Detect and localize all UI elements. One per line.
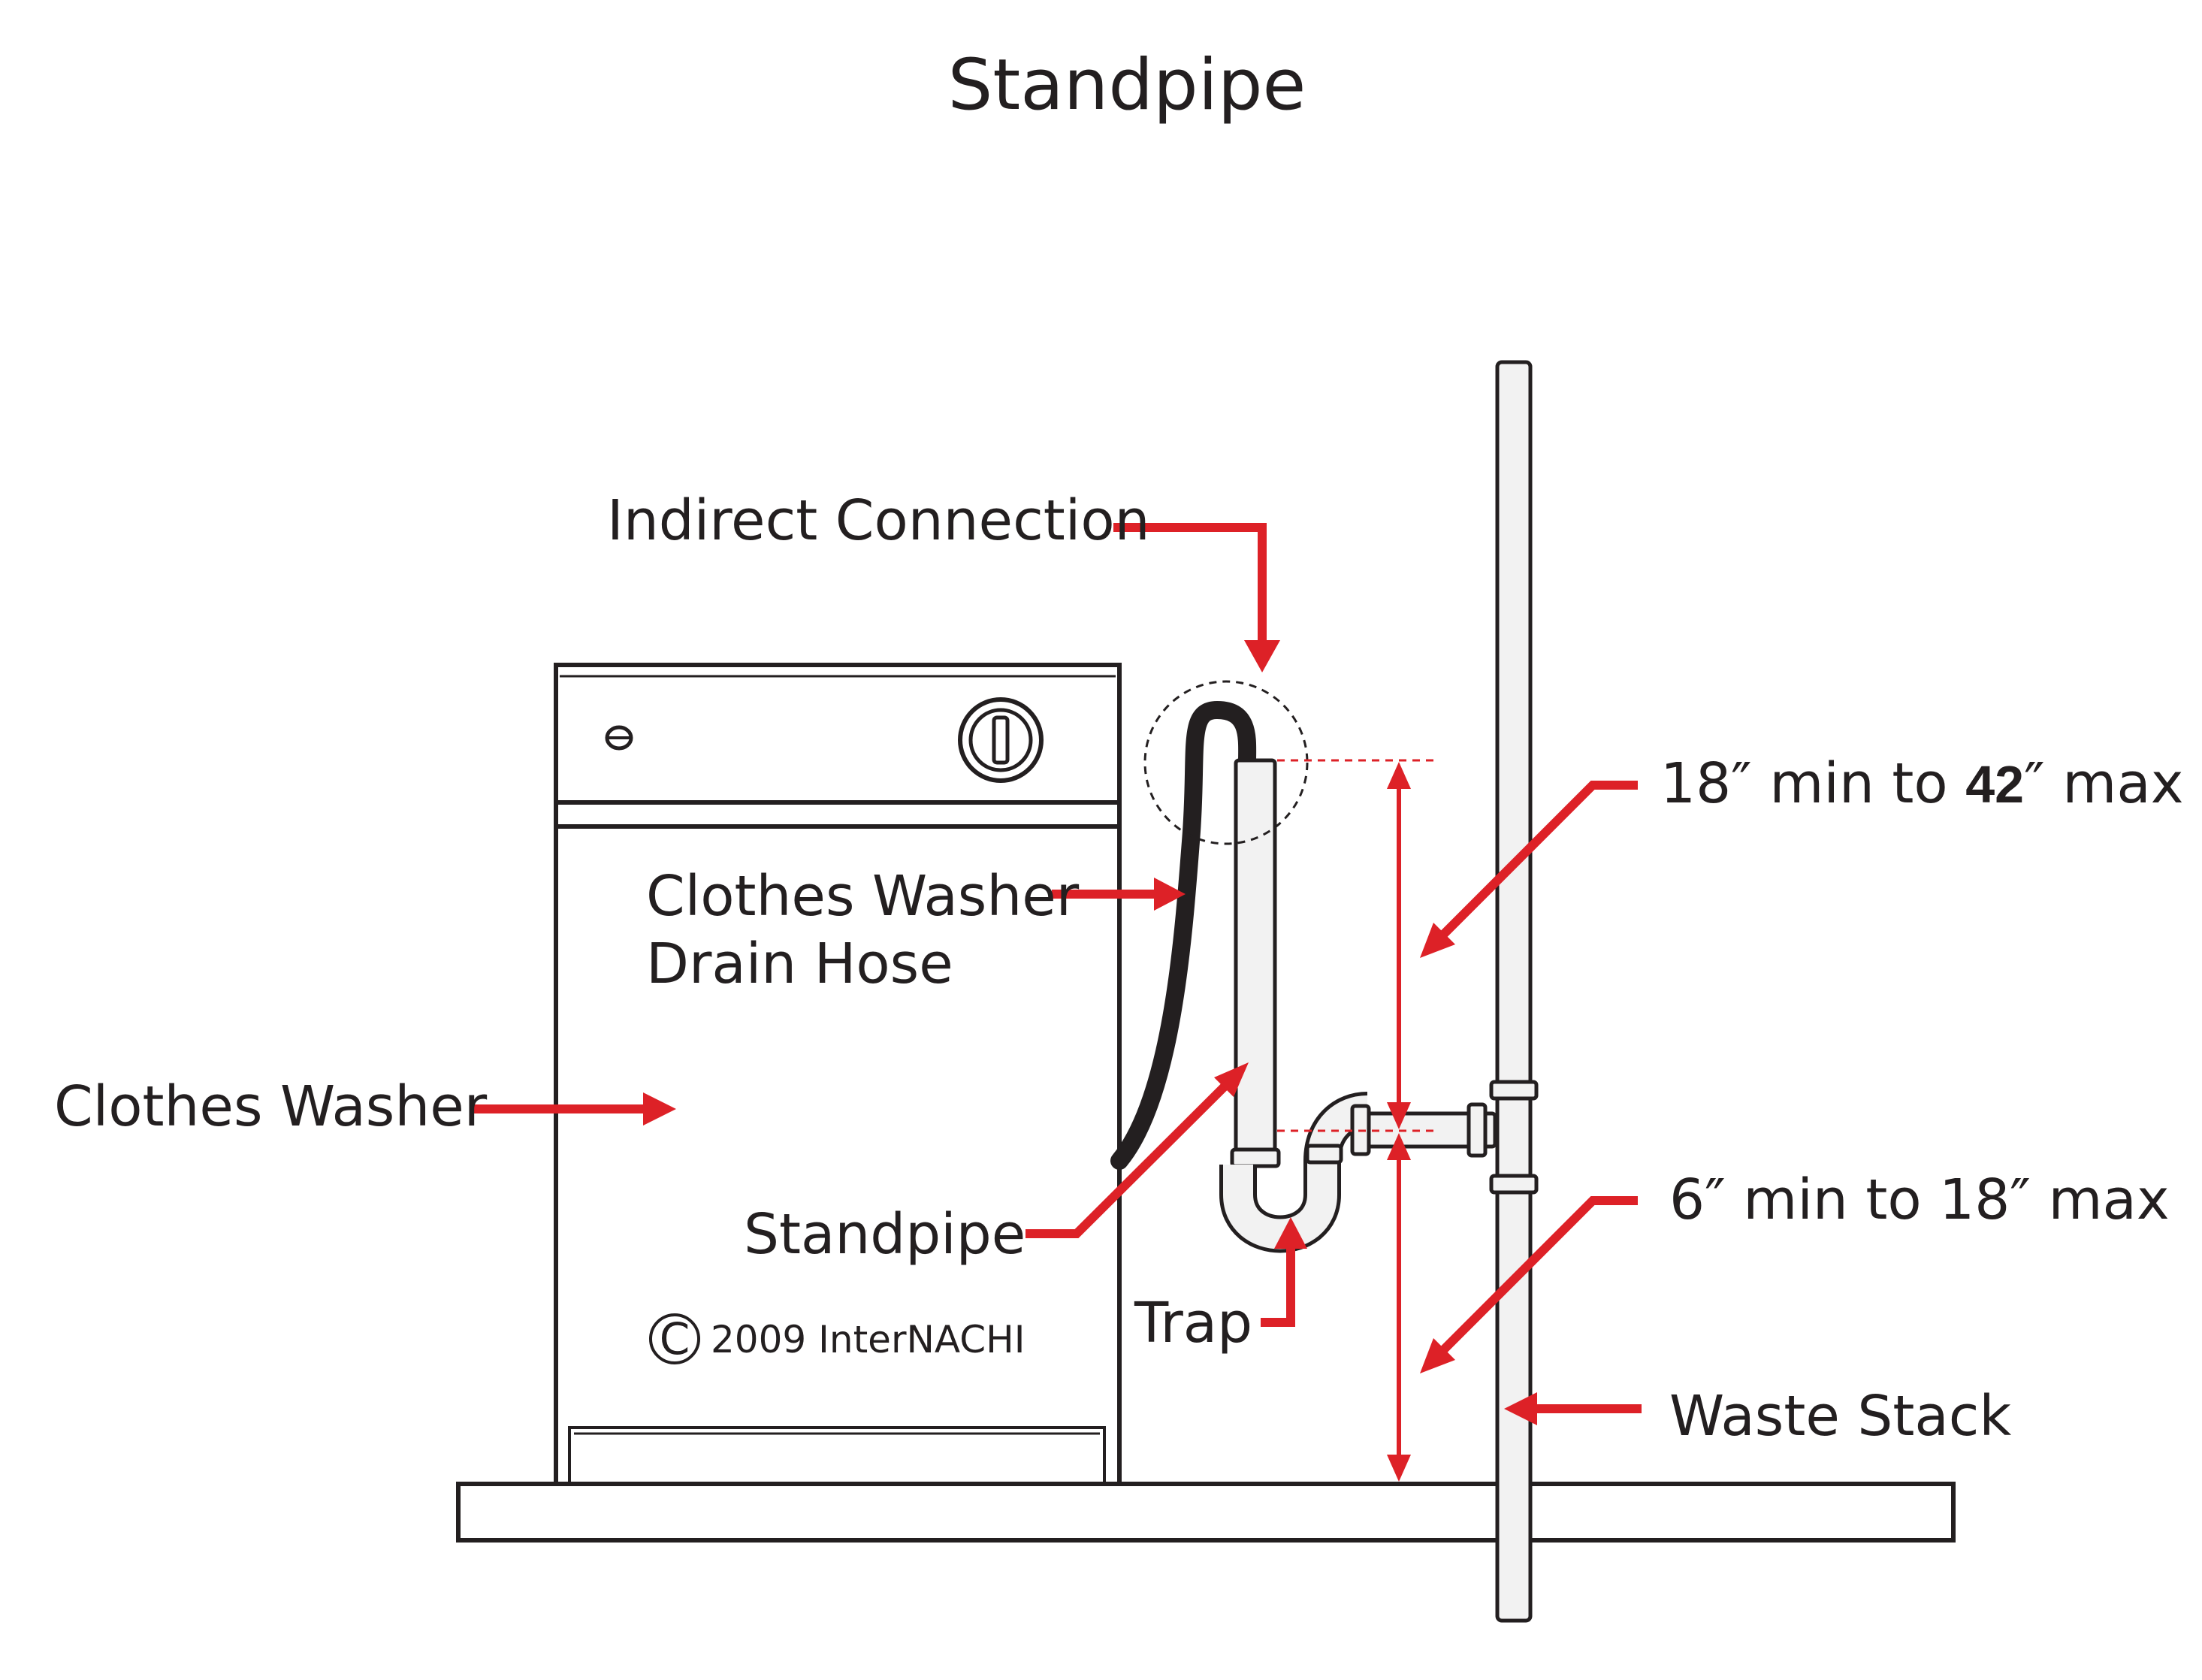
clothes-washer-label: Clothes Washer [54,1074,488,1139]
standpipe-height-label-pre: 18″ min to [1660,751,1965,816]
floor-slab [456,1482,1956,1543]
standpipe-height-label-num: 42 [1965,755,2024,814]
standpipe-height-label: 18″ min to 42″ max [1660,751,2183,816]
indirect-connection-callout-arrow [1113,523,1280,672]
standpipe-height-label-post: ″ max [2024,751,2183,816]
trap-height-label: 6″ min to 18″ max [1669,1168,2170,1232]
trap-label: Trap [1134,1291,1252,1355]
washer-indicator-icon [605,725,633,751]
copyright-symbol-letter: C [660,1313,690,1364]
copyright-text: 2009 InterNACHI [711,1318,1025,1361]
waste-stack-pipe [1489,360,1539,1623]
standpipe-height-callout-arrow [1420,781,1638,958]
indirect-connection-label: Indirect Connection [607,488,1150,553]
clothes-washer [554,663,1122,1486]
waste-stack-callout-arrow [1504,1392,1642,1425]
standpipe-pipe [1230,758,1281,1168]
clothes-washer-callout-arrow [473,1092,676,1126]
washer-dial-icon [958,697,1044,783]
trap-height-callout-arrow [1420,1196,1638,1373]
waste-stack-label: Waste Stack [1669,1384,2011,1449]
drain-hose-callout-arrow [1052,878,1186,911]
trap-pipe [1219,1092,1497,1253]
drain-hose-label-line2: Drain Hose [646,932,953,996]
copyright-notice: C 2009 InterNACHI [649,1313,1025,1364]
copyright-symbol-icon [649,1313,700,1364]
indirect-connection-highlight [1143,680,1309,845]
standpipe-callout-arrow [1025,1062,1249,1238]
standpipe-label: Standpipe [744,1202,1025,1267]
trap-callout-arrow [1261,1217,1307,1327]
diagram-title: Standpipe [948,44,1306,126]
drain-hose-label-line1: Clothes Washer [646,864,1080,929]
standpipe-height-dimension [1387,762,1411,1129]
trap-height-dimension [1387,1133,1411,1482]
drain-hose [1110,700,1257,1170]
